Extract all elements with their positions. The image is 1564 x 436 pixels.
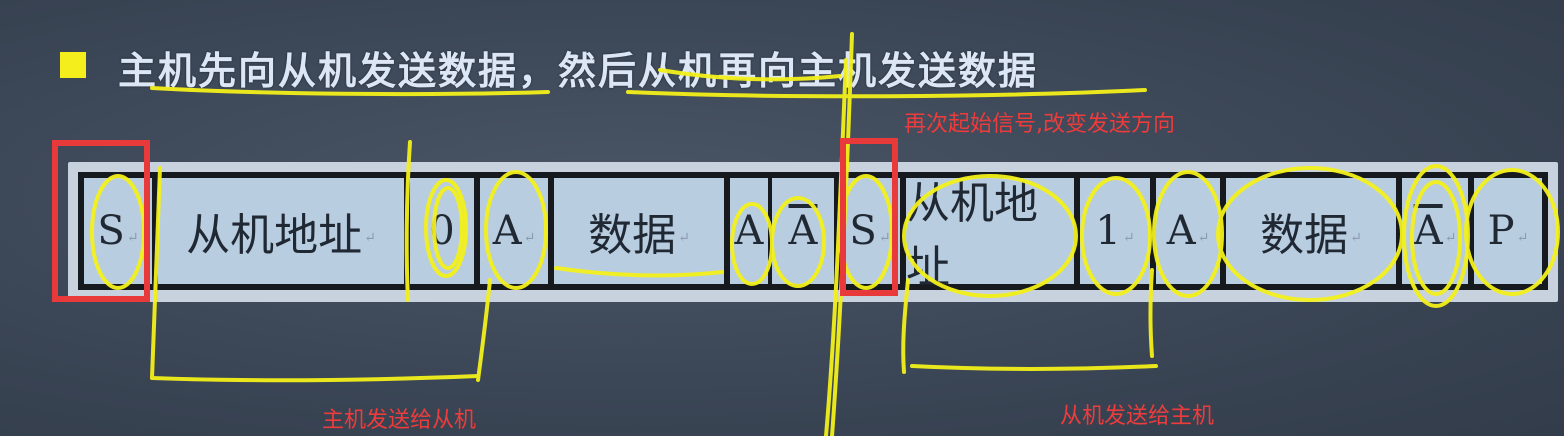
field-slave-address: 从机地址↵: [158, 178, 404, 284]
bracket-left-3: [476, 278, 492, 382]
circle-addr-2: [902, 174, 1078, 298]
slave-to-master-label: 从机发送给主机: [1060, 404, 1215, 429]
circle-nack: [770, 196, 826, 288]
bullet-square: [60, 52, 86, 78]
field-data: 数据↵: [554, 178, 724, 284]
field-ack-3: A↵: [1156, 178, 1220, 284]
center-vertical-line-2: [824, 58, 848, 436]
field-slave-address-2-label: 从机地址: [906, 178, 1038, 293]
bracket-left-2: [404, 140, 412, 302]
field-stop: P↵: [1474, 178, 1542, 284]
heading-underline-1: [150, 86, 550, 97]
circle-data-2: [1216, 166, 1404, 302]
slide-heading: 主机先向从机发送数据，然后从机再向主机发送数据: [118, 48, 1039, 93]
highlight-box-repeated-start: [840, 138, 898, 296]
field-data-2-label: 数据: [1260, 210, 1349, 261]
heading-underline-3: [658, 68, 842, 82]
field-start-label: S: [97, 208, 125, 254]
bracket-right-2: [910, 364, 1158, 371]
circle-zero-2: [432, 186, 464, 270]
circle-ack-3: [1152, 170, 1224, 298]
circle-nack-2b: [1410, 180, 1462, 296]
restart-note: 再次起始信号,改变发送方向: [904, 112, 1175, 137]
bracket-left-1: [150, 166, 480, 383]
field-stop-label: P: [1487, 208, 1515, 254]
field-data-label: 数据: [588, 210, 677, 261]
field-ack-label: A: [492, 208, 522, 254]
heading-underline-2: [626, 88, 1147, 99]
circle-stop: [1464, 168, 1560, 296]
field-slave-address-label: 从机地址: [186, 210, 363, 261]
circle-zero: [424, 178, 468, 278]
field-ack-3-label: A: [1166, 208, 1196, 254]
circle-ack: [484, 170, 548, 290]
field-data-2: 数据↵: [1226, 178, 1396, 284]
circle-rw-read: [1080, 176, 1152, 296]
master-to-slave-label: 主机发送给从机: [322, 408, 477, 433]
bracket-right-3: [1148, 268, 1154, 358]
field-rw-read-label: 1: [1095, 208, 1121, 254]
bracket-right-1: [901, 278, 910, 374]
data-underline: [554, 266, 724, 278]
highlight-box-start: [52, 140, 150, 302]
circle-ack-2: [730, 202, 774, 286]
field-repeated-start-label: S: [849, 208, 877, 254]
field-nack-2-label: A: [1413, 208, 1443, 254]
field-repeated-start: S↵: [840, 178, 900, 284]
field-nack-label: A: [788, 208, 818, 254]
field-slave-address-2: 从机地址: [906, 178, 1074, 293]
